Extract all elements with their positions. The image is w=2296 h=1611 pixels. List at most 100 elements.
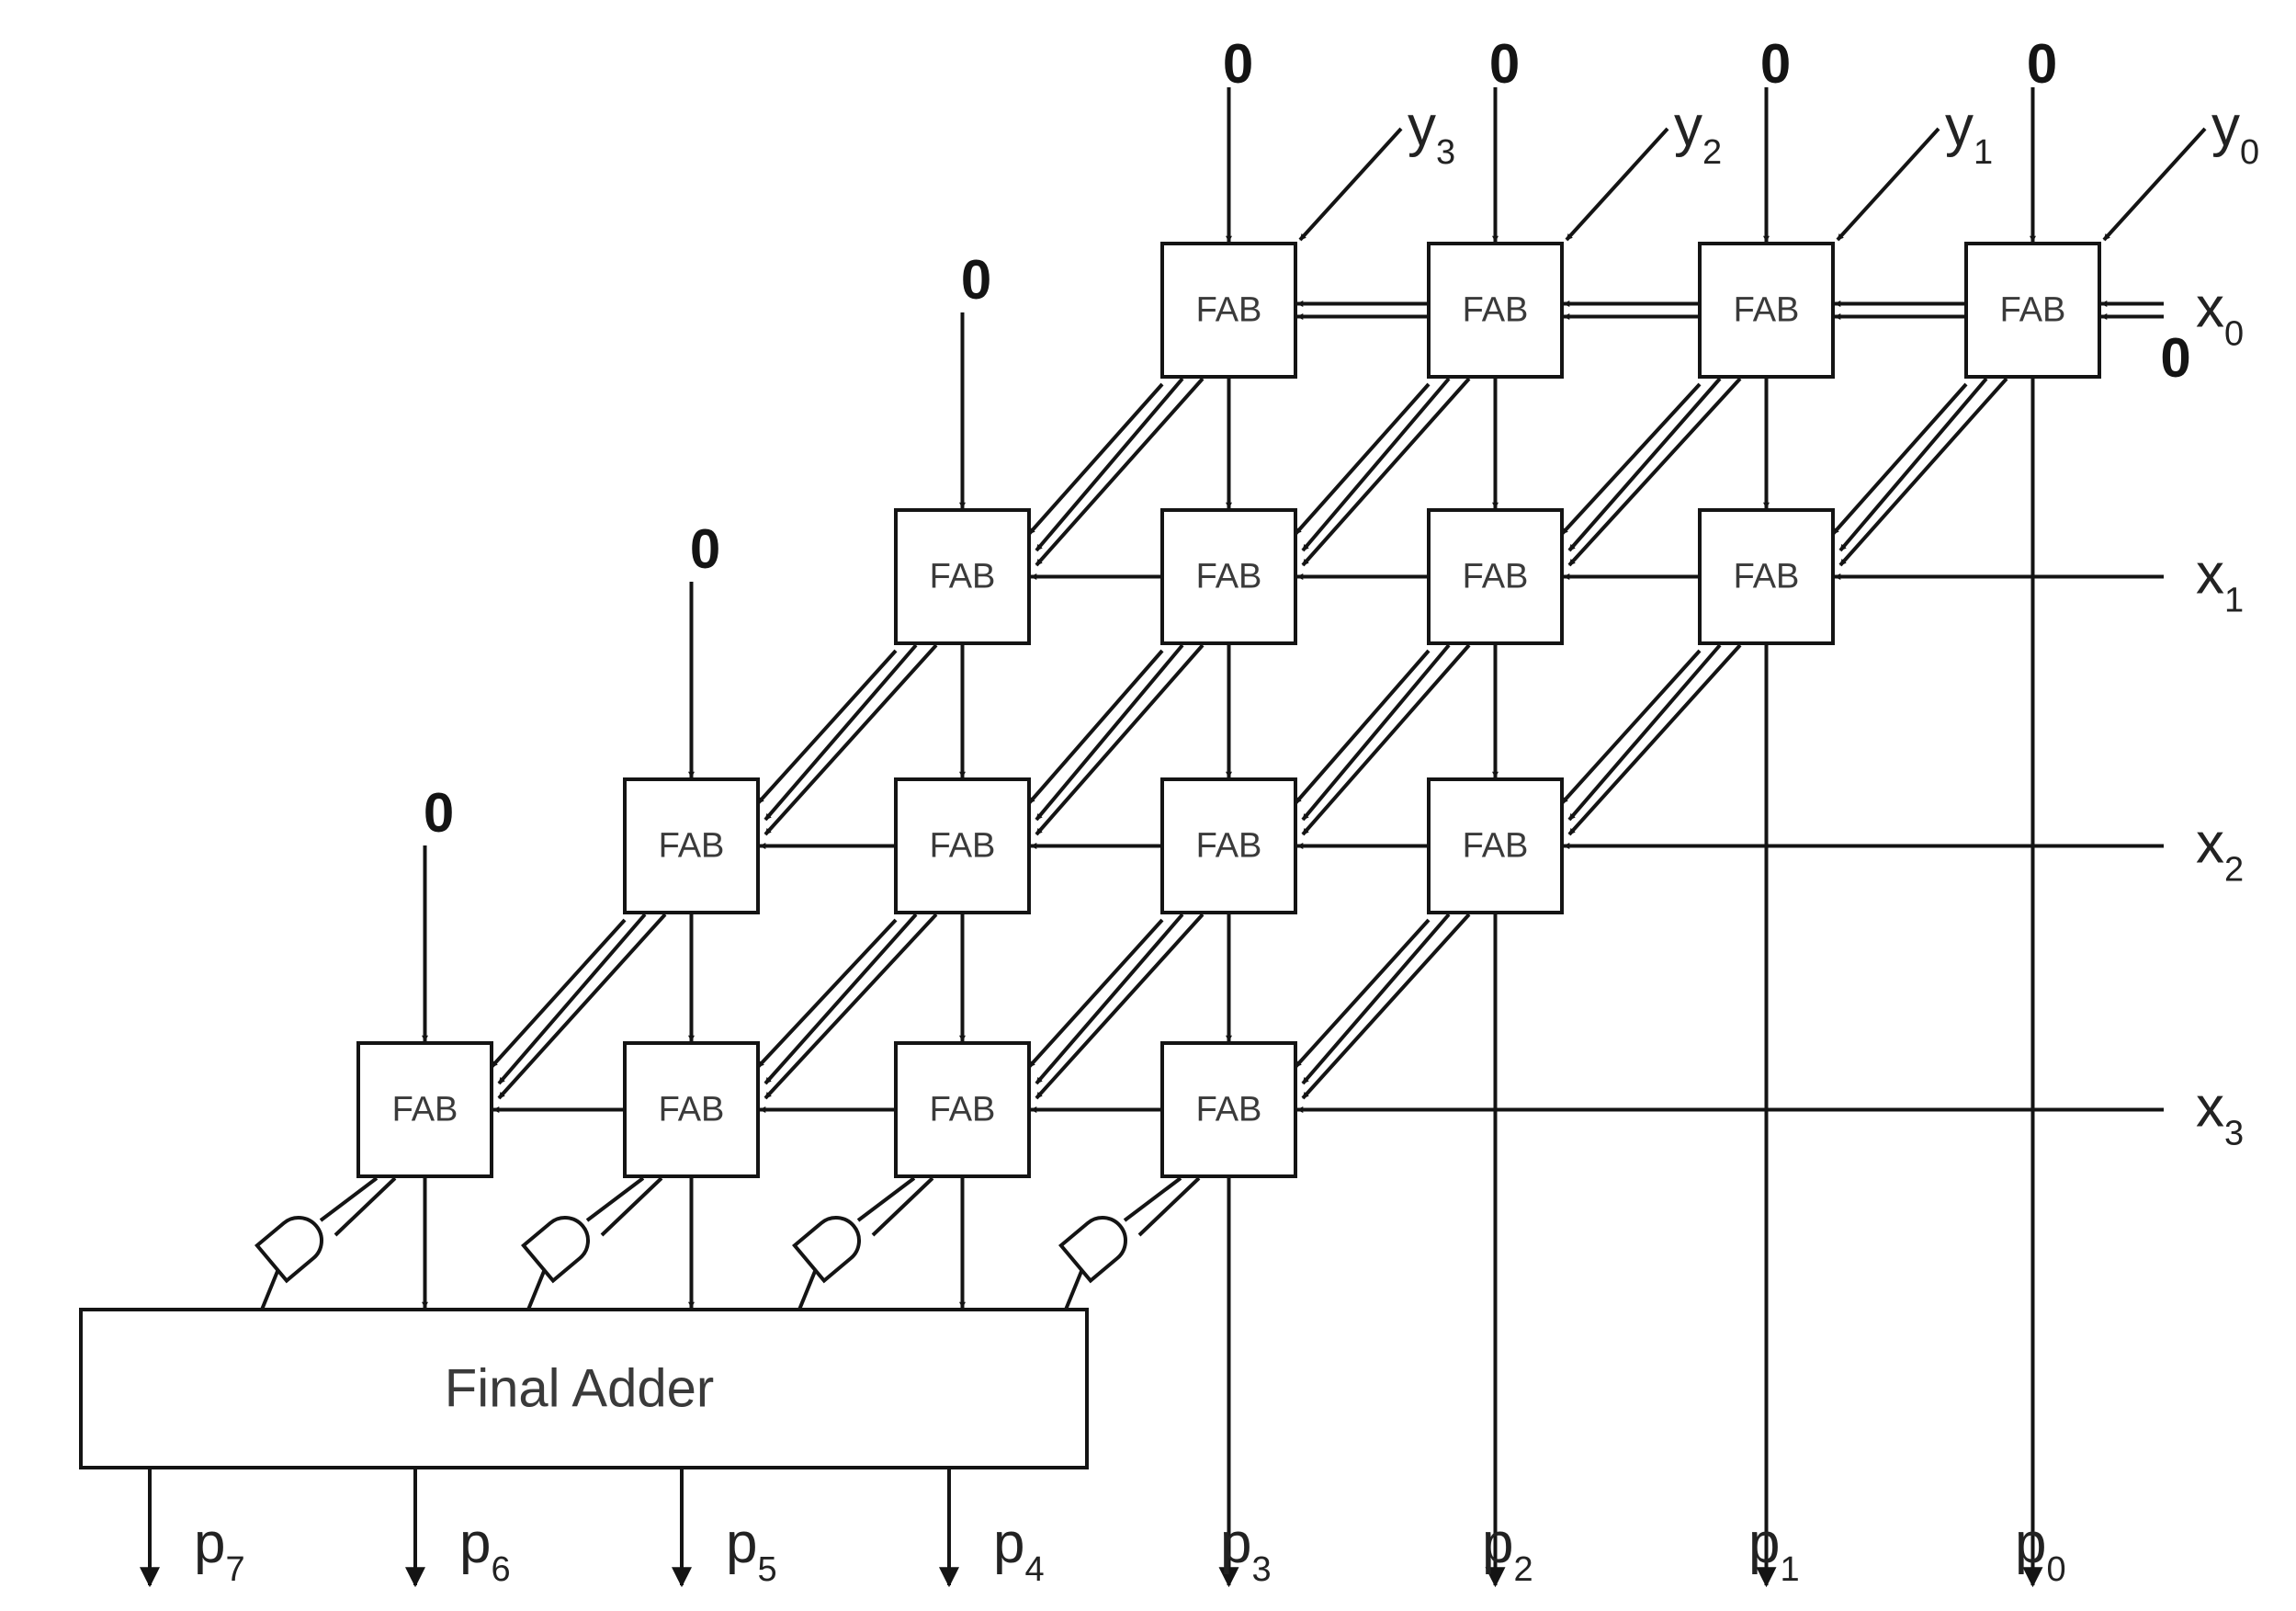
fab-cell [1698, 242, 1835, 379]
diag-wire [1027, 918, 1164, 1069]
diag-wire [756, 649, 898, 805]
fab-cell [356, 1041, 493, 1178]
gate-input-wire [319, 1176, 379, 1222]
diag-wire [1301, 377, 1471, 567]
diag-wire [1567, 377, 1742, 567]
and-gate-shape [521, 1216, 590, 1284]
diag-wire [1567, 643, 1742, 836]
diag-wire [1301, 377, 1451, 552]
fab-cell [623, 1041, 760, 1178]
y-input-label: y2 [1674, 95, 1722, 172]
fab-cell [894, 1041, 1031, 1178]
zero-input-label: 0 [2027, 33, 2057, 95]
x-input-label-base: x [2196, 543, 2224, 607]
x-input-label-subscript: 3 [2224, 1115, 2244, 1153]
wire-layer [140, 87, 2207, 1588]
zero-input-label: 0 [690, 518, 720, 580]
diag-wire [1838, 377, 2008, 567]
x-input-label: x2 [2196, 812, 2244, 890]
product-output-label-subscript: 6 [491, 1550, 510, 1589]
x-input-label-subscript: 0 [2224, 315, 2244, 354]
fab-cell-label: FAB [2000, 291, 2066, 330]
diag-wire [756, 918, 898, 1069]
zero-input-label: 0 [1489, 33, 1520, 95]
y-input-label-subscript: 2 [1702, 133, 1722, 172]
carry-zero-label: 0 [2160, 327, 2190, 389]
product-output-label: p1 [1748, 1512, 1800, 1589]
fab-cell-label: FAB [659, 1091, 725, 1129]
x-input-label: x3 [2196, 1076, 2244, 1153]
and-gate-icon [1058, 1216, 1127, 1284]
diag-wire [763, 643, 938, 836]
diag-wire [763, 643, 918, 822]
y-input-label-subscript: 1 [1974, 133, 1993, 172]
diag-wire [1301, 913, 1451, 1085]
fab-cell [1698, 508, 1835, 645]
final-adder-label: Final Adder [445, 1359, 714, 1419]
diag-wire [1831, 382, 1968, 536]
product-output-label-subscript: 3 [1251, 1550, 1271, 1589]
gate-input-wire [585, 1176, 645, 1222]
product-output-label-base: p [459, 1512, 491, 1575]
zero-input-label: 0 [961, 249, 991, 311]
product-output-label-subscript: 4 [1024, 1550, 1044, 1589]
product-output-label-base: p [194, 1512, 225, 1575]
final-adder-box [79, 1308, 1089, 1469]
product-output-label: p2 [1482, 1512, 1533, 1589]
diag-wire [1294, 918, 1431, 1069]
product-output-label: p7 [194, 1512, 245, 1589]
diag-wire [497, 913, 667, 1100]
fab-cell [1160, 242, 1297, 379]
fab-cell [1160, 777, 1297, 914]
y-input-label-base: y [1674, 95, 1702, 158]
fab-cell [894, 777, 1031, 914]
product-output-label-subscript: 0 [2046, 1550, 2065, 1589]
fab-cell-label: FAB [1463, 291, 1529, 330]
diag-wire [1035, 377, 1205, 567]
fab-cell-label: FAB [930, 827, 996, 866]
y-input-wire [1298, 127, 1403, 242]
and-gate-icon [521, 1216, 590, 1284]
fab-cell-label: FAB [930, 1091, 996, 1129]
diag-wire [1035, 643, 1205, 836]
gate-input-wire [600, 1176, 663, 1237]
y-input-label-base: y [2211, 95, 2240, 158]
diag-wire [1567, 377, 1722, 552]
y-input-label-base: y [1408, 95, 1436, 158]
fab-cell [1160, 1041, 1297, 1178]
diag-wire [1035, 913, 1205, 1100]
x-input-label-subscript: 1 [2224, 582, 2244, 620]
product-output-label: p4 [993, 1512, 1045, 1589]
x-input-label-subscript: 2 [2224, 851, 2244, 890]
and-gate-shape [1058, 1216, 1127, 1284]
gate-input-wire [1123, 1176, 1182, 1222]
diag-wire [1294, 649, 1431, 805]
fab-cell-label: FAB [930, 558, 996, 596]
diag-wire [1560, 382, 1702, 536]
diag-wire [1294, 382, 1431, 536]
x-input-label-base: x [2196, 277, 2224, 340]
product-output-label-base: p [993, 1512, 1024, 1575]
product-output-label-subscript: 5 [757, 1550, 776, 1589]
gate-input-wire [856, 1176, 916, 1222]
fab-cell [1427, 777, 1564, 914]
y-input-label: y1 [1945, 95, 1993, 172]
product-output-label-subscript: 1 [1780, 1550, 1799, 1589]
fab-cell-label: FAB [1196, 558, 1262, 596]
zero-input-label: 0 [1760, 33, 1791, 95]
fab-cell-label: FAB [1196, 291, 1262, 330]
diag-wire [1560, 649, 1702, 805]
fab-cell-label: FAB [1463, 827, 1529, 866]
diag-wire [763, 913, 918, 1085]
diag-wire [1301, 643, 1471, 836]
y-input-label: y3 [1408, 95, 1455, 172]
fab-cell [1160, 508, 1297, 645]
fab-cell-label: FAB [392, 1091, 458, 1129]
product-output-label: p3 [1220, 1512, 1272, 1589]
y-input-wire [2102, 127, 2207, 242]
x-input-label: x0 [2196, 277, 2244, 354]
product-output-label-base: p [1748, 1512, 1780, 1575]
zero-input-label: 0 [1223, 33, 1253, 95]
diag-wire [490, 918, 627, 1069]
